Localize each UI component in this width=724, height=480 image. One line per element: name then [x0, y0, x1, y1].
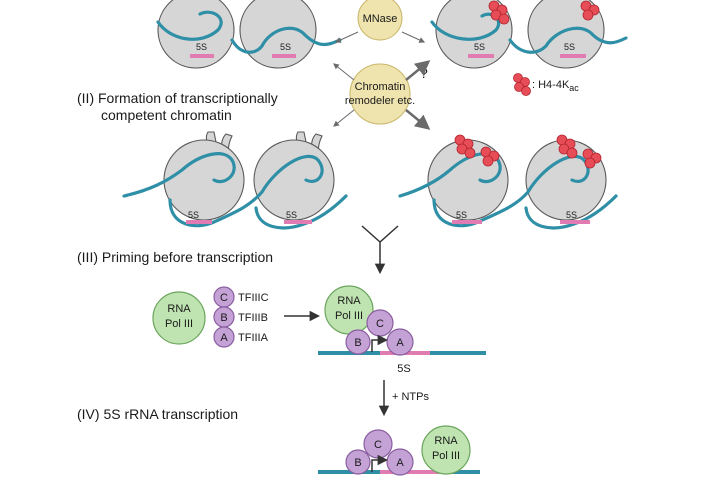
chromatin-remodeler: Chromatin remodeler etc. ? [333, 60, 431, 130]
acetylation-legend: : H4-4Kac [513, 73, 579, 96]
acetyl-cluster [480, 146, 500, 167]
acetyl-cluster [580, 0, 600, 21]
mnase-enzyme: MNase [334, 0, 426, 43]
merge-arrow [361, 225, 399, 275]
pol-label-line2: Pol III [432, 450, 460, 462]
gene-label-5s: 5S [566, 210, 577, 220]
transcription-factor-list: C TFIIIC B TFIIIB A TFIIIA [213, 286, 269, 348]
factor-a-letter: A [220, 332, 228, 344]
remodeler-label-line2: remodeler etc. [345, 95, 415, 107]
gene-label-5s: 5S [286, 210, 297, 220]
acetyl-cluster [582, 148, 602, 169]
factor-b-letter: B [220, 312, 227, 324]
ntps-arrow: + NTPs [378, 380, 429, 417]
pol-label-line1: RNA [337, 295, 361, 307]
rna-pol-iii-free: RNA Pol III [152, 291, 206, 345]
acetyl-cluster [454, 134, 476, 159]
pol-label-line1: RNA [167, 303, 191, 315]
gene-label-5s: 5S [456, 210, 467, 220]
remodeler-label-line1: Chromatin [355, 81, 406, 93]
transcribing-complex: C B A RNA Pol III [318, 425, 480, 476]
gene-label-5s: 5S [474, 42, 485, 52]
ntps-label: + NTPs [392, 391, 429, 403]
legend-label: : H4-4Kac [532, 79, 579, 93]
gene-label-5s: 5S [188, 210, 199, 220]
factor-a-letter: A [396, 457, 404, 469]
factor-a-name: TFIIIA [238, 332, 269, 344]
mnase-label: MNase [363, 13, 398, 25]
factor-b-name: TFIIIB [238, 312, 268, 324]
gene-label-5s: 5S [196, 42, 207, 52]
acetyl-cluster [488, 0, 510, 25]
factor-c-letter: C [376, 318, 384, 330]
gene-label-5s: 5S [280, 42, 291, 52]
stage2-left-nucleosome-array: 5S 5S [122, 131, 348, 230]
gene-label-5s: 5S [397, 363, 410, 375]
factor-b-letter: B [354, 337, 361, 349]
pol-label-line2: Pol III [335, 310, 363, 322]
stage-3-heading: (III) Priming before transcription [77, 249, 273, 265]
factor-c-name: TFIIIC [238, 292, 269, 304]
gene-label-5s: 5S [564, 42, 575, 52]
factor-c-letter: C [220, 292, 228, 304]
pol-label-line1: RNA [434, 435, 458, 447]
top-left-nucleosome-array: 5S 5S [156, 0, 342, 69]
factor-c-letter: C [374, 439, 382, 451]
top-right-nucleosome-array: 5S 5S [430, 0, 628, 69]
stage-4-heading: (IV) 5S rRNA transcription [77, 406, 238, 422]
stage2-right-nucleosome-array: 5S 5S [398, 134, 618, 230]
preinitiation-complex: RNA Pol III C B A 5S [318, 285, 486, 375]
factor-b-letter: B [354, 457, 361, 469]
acetyl-cluster [556, 134, 578, 159]
factor-a-letter: A [396, 337, 404, 349]
stage-2-heading-line2: competent chromatin [101, 107, 232, 123]
pol-label-line2: Pol III [165, 318, 193, 330]
stage-2-heading: (II) Formation of transcriptionally [77, 90, 278, 106]
